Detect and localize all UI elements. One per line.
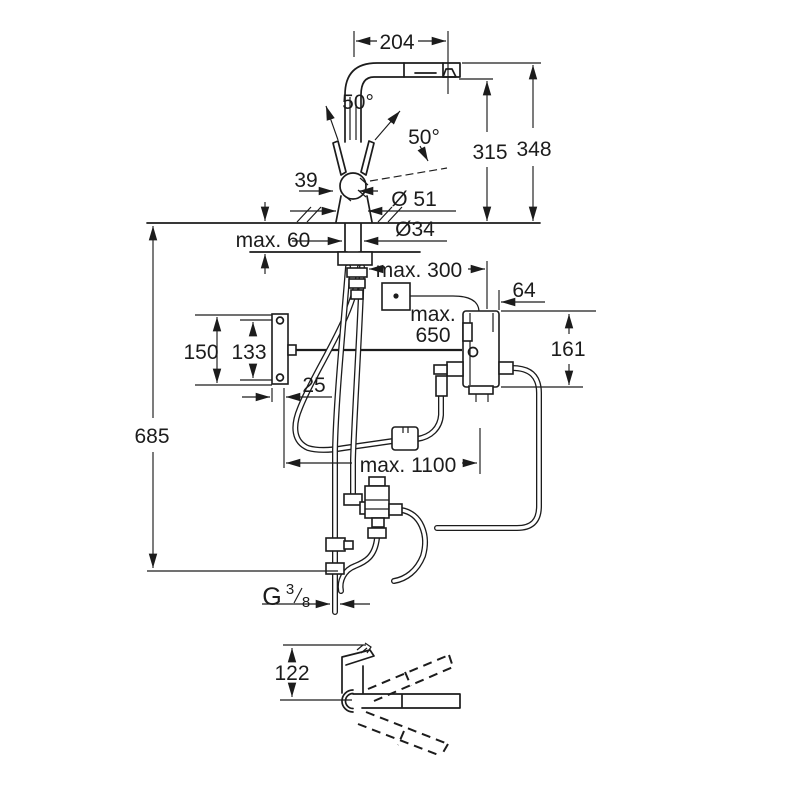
check-valve-assembly bbox=[343, 476, 403, 539]
dim-lever-angle: 50° bbox=[408, 126, 440, 149]
dim-deck-thickness: max. 60 bbox=[236, 229, 311, 252]
dim-cable-length-1: max. bbox=[410, 303, 456, 326]
pullout-spray-hose bbox=[292, 264, 444, 453]
dim-plate-hole-spacing: 133 bbox=[231, 341, 266, 364]
side-view-faucet bbox=[341, 642, 461, 713]
dim-hose-length: max. 1100 bbox=[360, 454, 457, 477]
supply-pipe-tee bbox=[325, 537, 354, 552]
dim-box-distance: max. 300 bbox=[376, 259, 462, 282]
faucet-spout bbox=[344, 62, 461, 143]
dim-thread-denominator: 8 bbox=[302, 594, 310, 611]
sink-deck bbox=[146, 206, 541, 300]
dim-lever-width: 39 bbox=[294, 169, 317, 192]
side-view-drawing bbox=[280, 642, 461, 757]
dim-body-diameter: Ø 51 bbox=[391, 188, 437, 211]
dim-thread-g: G bbox=[262, 583, 281, 611]
supply-pipe-nut bbox=[325, 562, 345, 575]
dimension-lines bbox=[147, 31, 596, 609]
dim-cable-length-2: 650 bbox=[415, 324, 450, 347]
valve-outlet-hose-down bbox=[337, 535, 380, 594]
dim-height-below-deck: 685 bbox=[134, 425, 169, 448]
cold-supply-pipe bbox=[332, 264, 351, 615]
dim-lever-clearance: 122 bbox=[274, 662, 309, 685]
outlet-hose-loop bbox=[434, 365, 542, 531]
dim-plate-offset: 25 bbox=[302, 374, 325, 397]
hose-weight-block bbox=[391, 426, 419, 451]
remote-control-plate bbox=[271, 313, 297, 385]
dim-plate-height: 150 bbox=[183, 341, 218, 364]
dim-swivel-angle: 50° bbox=[342, 91, 374, 114]
dim-thread-numerator: 3 bbox=[286, 581, 294, 598]
dim-hole-diameter: Ø34 bbox=[395, 218, 435, 241]
valve-outlet-hose-right bbox=[391, 507, 428, 584]
dim-box-height: 161 bbox=[550, 338, 585, 361]
power-supply-box bbox=[381, 282, 411, 311]
side-view-swivel-range bbox=[357, 654, 454, 757]
control-cables bbox=[296, 295, 480, 352]
control-box-right-connector bbox=[498, 361, 514, 375]
dim-box-depth: 64 bbox=[512, 279, 536, 302]
dim-height-315: 315 bbox=[472, 141, 507, 164]
control-box bbox=[462, 310, 500, 402]
dim-spout-reach: 204 bbox=[379, 31, 414, 54]
control-box-left-connector bbox=[433, 361, 464, 397]
dim-height-348: 348 bbox=[516, 138, 551, 161]
